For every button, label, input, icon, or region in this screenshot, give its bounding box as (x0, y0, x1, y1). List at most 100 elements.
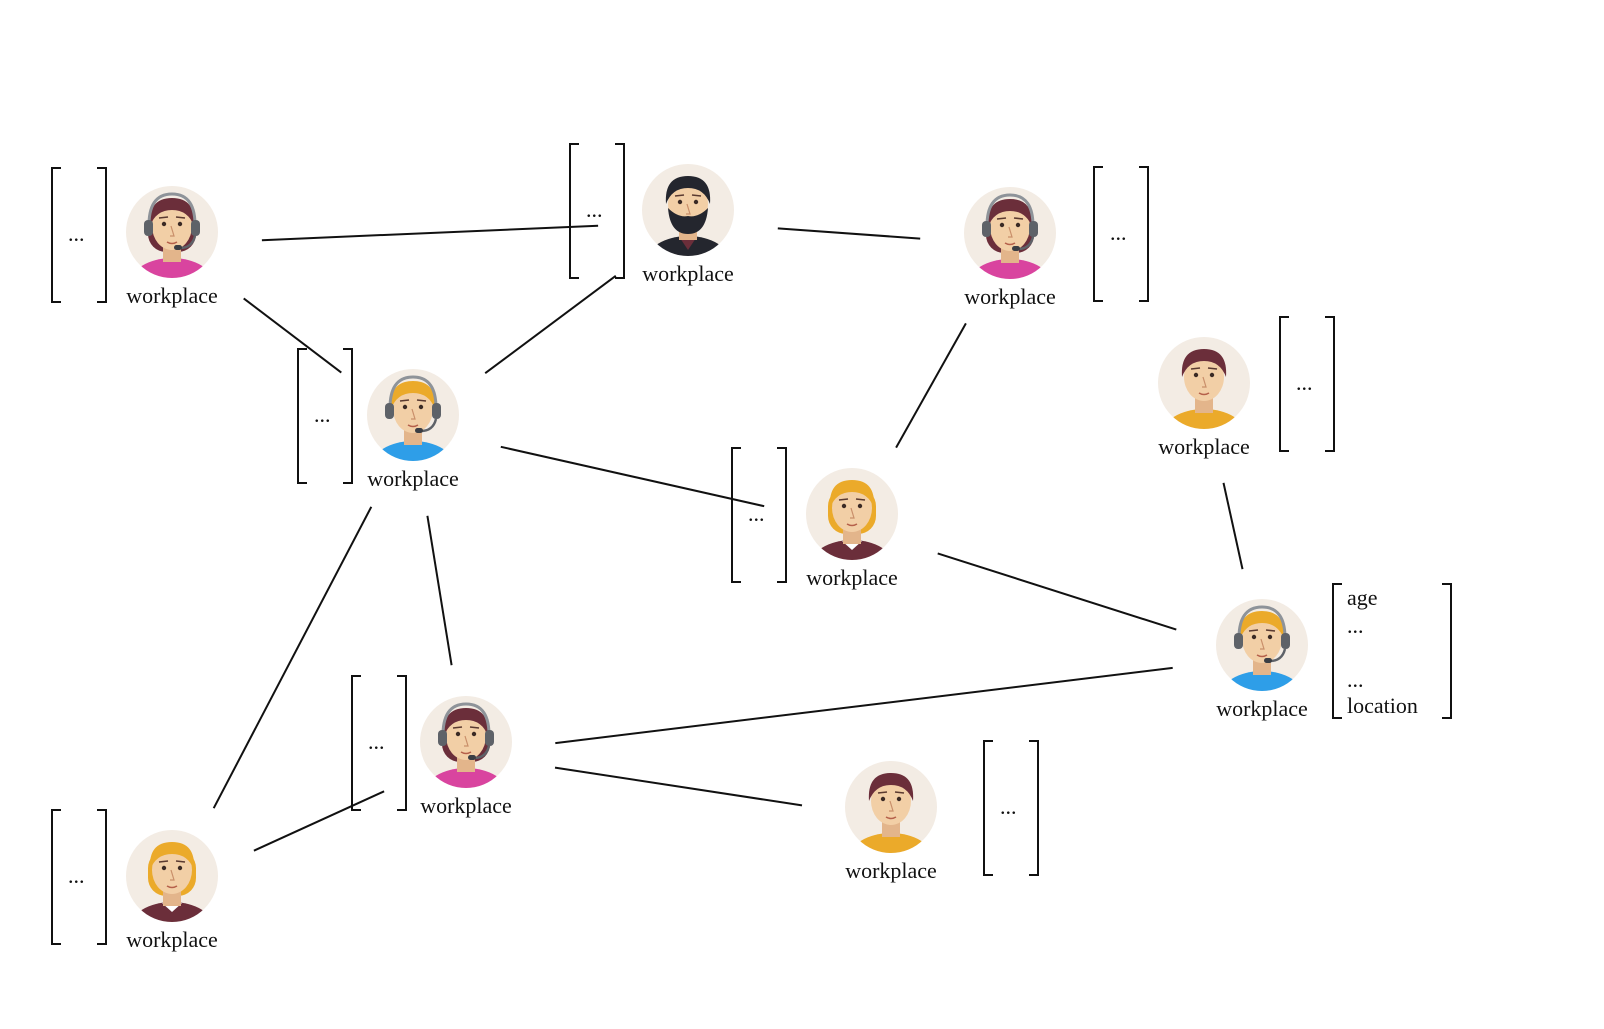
face (1184, 353, 1224, 401)
edge-n1-n4 (243, 297, 342, 374)
shirt (1220, 671, 1304, 691)
edge-n2-n3 (777, 227, 921, 240)
node-n2 (569, 143, 734, 279)
node-n6 (731, 447, 898, 583)
node-label: workplace (845, 858, 937, 883)
man-headset-blue-shirt-avatar-icon (1216, 599, 1308, 691)
node-label: workplace (126, 283, 218, 308)
node-label: workplace (806, 565, 898, 590)
node-label: workplace (367, 466, 459, 491)
node-label: workplace (126, 927, 218, 952)
node-n10 (51, 809, 218, 945)
hair (390, 381, 436, 409)
bearded-man-avatar-icon (642, 164, 734, 256)
node-label: workplace (420, 793, 512, 818)
face (152, 202, 192, 250)
edge-n5-n7 (1222, 482, 1244, 570)
attribute-bracket (51, 167, 107, 303)
attribute-item: age (1347, 585, 1378, 610)
left-bracket (1279, 316, 1289, 452)
hair (829, 480, 875, 508)
nodes (51, 143, 1452, 945)
right-bracket (97, 167, 107, 303)
attribute-ellipsis: ... (68, 863, 85, 888)
face (990, 203, 1030, 251)
left-bracket (731, 447, 741, 583)
attribute-ellipsis: ... (748, 501, 765, 526)
edge-n8-n9 (554, 766, 803, 807)
attribute-bracket (1332, 583, 1452, 719)
node-n1 (51, 167, 218, 303)
face (871, 777, 911, 825)
right-bracket (1325, 316, 1335, 452)
attribute-item: ... (1347, 613, 1364, 638)
shirt (646, 236, 730, 256)
edges (212, 224, 1244, 852)
shirt (968, 259, 1052, 279)
hair (1181, 349, 1227, 377)
attribute-bracket (731, 447, 787, 583)
hair (868, 773, 914, 801)
node-n7 (1216, 583, 1452, 719)
hair (987, 199, 1033, 227)
woman-blonde-avatar-icon (126, 830, 218, 922)
hair (665, 176, 711, 204)
edge-n8-n10 (253, 790, 385, 852)
shirt (849, 833, 933, 853)
right-bracket (1029, 740, 1039, 876)
edge-n1-n2 (261, 224, 599, 242)
face (152, 846, 192, 894)
attribute-ellipsis: ... (368, 729, 385, 754)
edge-n8-n7 (555, 666, 1173, 745)
attribute-ellipsis: ... (586, 197, 603, 222)
attribute-bracket (1093, 166, 1149, 302)
node-n4 (297, 348, 459, 484)
hair (149, 842, 195, 870)
face (393, 385, 433, 433)
attribute-ellipsis: ... (1296, 370, 1313, 395)
attribute-bracket (51, 809, 107, 945)
man-orange-shirt-avatar-icon (1158, 337, 1250, 429)
node-label: workplace (1158, 434, 1250, 459)
left-bracket (351, 675, 361, 811)
node-n5 (1158, 316, 1335, 452)
node-n9 (845, 740, 1039, 876)
shirt (130, 902, 214, 922)
woman-dark-hair-headset-avatar-icon (126, 186, 218, 278)
left-bracket (1093, 166, 1103, 302)
right-bracket (1442, 583, 1452, 719)
right-bracket (615, 143, 625, 279)
node-label: workplace (642, 261, 734, 286)
left-bracket (983, 740, 993, 876)
attribute-ellipsis: ... (1000, 794, 1017, 819)
right-bracket (777, 447, 787, 583)
left-bracket (51, 167, 61, 303)
attribute-item: ... (1347, 667, 1364, 692)
edge-n6-n7 (937, 552, 1177, 631)
shirt (371, 441, 455, 461)
shirt (130, 258, 214, 278)
edge-n4-n10 (212, 506, 373, 809)
attribute-ellipsis: ... (314, 402, 331, 427)
left-bracket (51, 809, 61, 945)
edge-n4-n8 (426, 515, 453, 666)
man-orange-shirt-avatar-icon (845, 761, 937, 853)
right-bracket (1139, 166, 1149, 302)
shirt (424, 768, 508, 788)
right-bracket (97, 809, 107, 945)
hair (1239, 611, 1285, 639)
woman-dark-hair-headset-avatar-icon (964, 187, 1056, 279)
woman-blonde-avatar-icon (806, 468, 898, 560)
edge-n2-n4 (484, 274, 617, 375)
node-label: workplace (1216, 696, 1308, 721)
right-bracket (397, 675, 407, 811)
node-n3 (964, 166, 1149, 302)
face (1242, 615, 1282, 663)
attribute-bracket (297, 348, 353, 484)
woman-dark-hair-headset-avatar-icon (420, 696, 512, 788)
attribute-bracket (1279, 316, 1335, 452)
hair (443, 708, 489, 736)
hair (149, 198, 195, 226)
attribute-bracket (351, 675, 407, 811)
shirt (1162, 409, 1246, 429)
